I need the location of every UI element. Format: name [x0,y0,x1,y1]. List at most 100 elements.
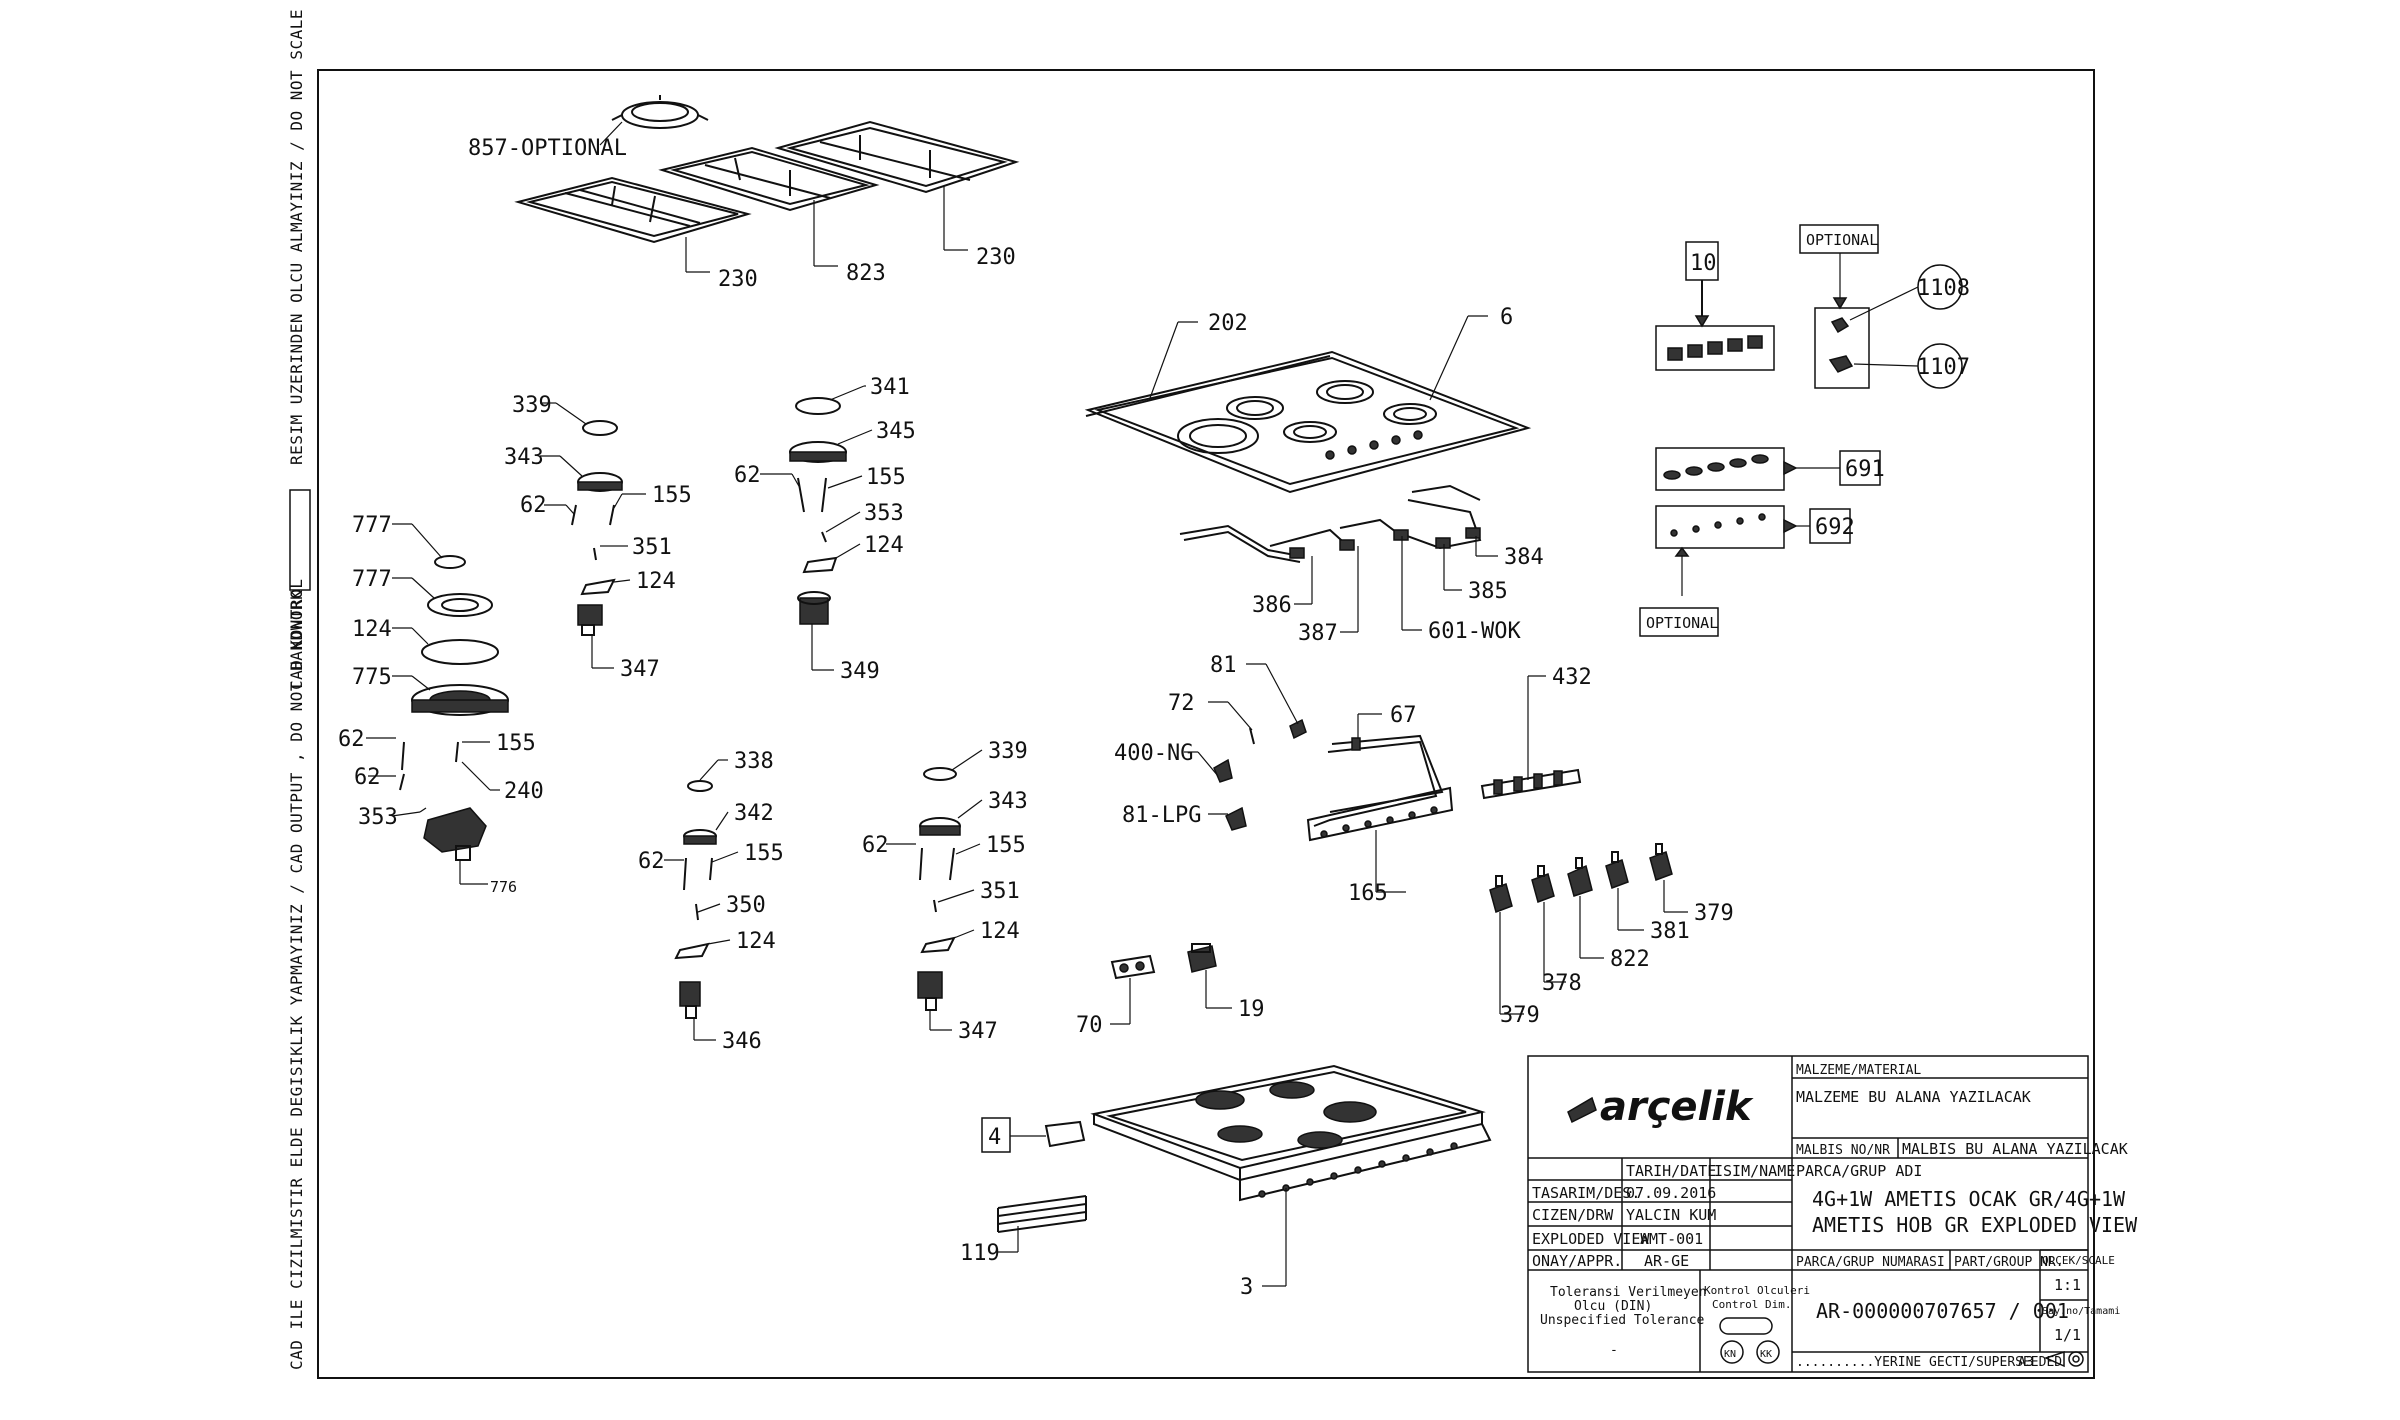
pan-support-left [514,176,752,244]
callout-692: 692 [1815,515,1855,540]
callout-379-b: 379 [1500,1003,1540,1028]
callout-230-left: 230 [718,267,758,292]
callout-384: 384 [1504,545,1544,570]
ignition-rail [1480,768,1582,800]
callout-62-c: 62 [338,727,365,752]
callout-165: 165 [1348,881,1388,906]
callout-343-a: 343 [504,445,544,470]
control-line-2: Control Dim. [1712,1298,1791,1311]
callout-343-f: 343 [988,789,1028,814]
base-tray [1090,1064,1492,1202]
gas-pipes [1179,484,1482,563]
drawing-title-line-2: AMETIS HOB GR EXPLODED VIEW [1812,1213,2138,1237]
callout-339-a: 339 [512,393,552,418]
wok-ring-optional [611,95,709,129]
projection-symbol [2043,1350,2065,1368]
connector-19 [1187,943,1217,973]
callout-240: 240 [504,779,544,804]
callout-381: 381 [1650,919,1690,944]
callout-378: 378 [1542,971,1582,996]
callout-347-f: 347 [958,1019,998,1044]
callout-385: 385 [1468,579,1508,604]
ignition-unit-70 [1110,954,1156,980]
material-value: MALZEME BU ALANA YAZILACAK [1796,1088,2031,1106]
callout-1108: 1108 [1917,276,1970,301]
callout-339-f: 339 [988,739,1028,764]
callout-155-e: 155 [744,841,784,866]
tolerance-dash: - [1610,1343,1618,1358]
sheet-header: Say.no/Tamami [2042,1306,2120,1317]
callout-777-a: 777 [352,513,392,538]
control-line-1: Kontrol Olculeri [1704,1284,1810,1297]
row-role-1: TASARIM/DES. [1532,1184,1640,1202]
callout-124-e: 124 [736,929,776,954]
wok-burner-group [399,555,509,861]
callout-338: 338 [734,749,774,774]
optional-box-2 [1639,607,1719,637]
row-value-1: 07.09.2016 [1626,1184,1716,1202]
burner-group-f [917,767,961,1011]
callout-81: 81 [1210,653,1237,678]
knob-panel-691 [1655,447,1785,491]
paper-size: A3 [2018,1355,2034,1370]
callout-72: 72 [1168,691,1195,716]
scale-value: 1:1 [2054,1276,2081,1294]
group-no-header: PARCA/GRUP NUMARASI [1796,1255,1945,1270]
tolerance-line-2: Olcu (DIN) [1574,1299,1652,1314]
hob-top-plate [1084,350,1532,494]
side-note-middle: CAD KONTROL [287,579,306,690]
callout-387: 387 [1298,621,1338,646]
material-header: MALZEME/MATERIAL [1796,1063,1921,1078]
callout-67: 67 [1390,703,1417,728]
callout-351-a: 351 [632,535,672,560]
pan-support-right [774,120,1020,194]
knob-panel-692 [1655,505,1785,549]
side-note-top: RESIM UZERINDEN OLCU ALMAYINIZ / DO NOT … [287,9,306,465]
callout-342: 342 [734,801,774,826]
burner-group-b [789,397,847,625]
callout-4: 4 [988,1125,1001,1150]
callout-353-c: 353 [358,805,398,830]
company-logo: arçelik [1600,1084,1754,1130]
callout-155-c: 155 [496,731,536,756]
callout-124-c: 124 [352,617,392,642]
callout-19: 19 [1238,997,1265,1022]
callout-775: 775 [352,665,392,690]
callout-351-f: 351 [980,879,1020,904]
drawing-title-line-1: 4G+1W AMETIS OCAK GR/4G+1W [1812,1187,2126,1211]
callout-62-d: 62 [354,765,381,790]
optional-parts-box [1814,307,1870,389]
tolerance-line-1: Toleransi Verilmeyen [1550,1285,1707,1300]
callout-202: 202 [1208,311,1248,336]
callout-6: 6 [1500,305,1513,330]
callout-119: 119 [960,1241,1000,1266]
bracket-4 [1044,1120,1086,1148]
callout-230-right: 230 [976,245,1016,270]
malbis-header: MALBIS NO/NR [1796,1143,1890,1158]
malbis-value: MALBIS BU ALANA YAZILACAK [1902,1140,2128,1158]
callout-155-b: 155 [866,465,906,490]
callout-346: 346 [722,1029,762,1054]
group-name-header: PARCA/GRUP ADI [1796,1162,1922,1180]
gas-manifold [1306,734,1454,842]
callout-400-ng: 400-NG [1114,741,1193,766]
callout-857-optional: 857-OPTIONAL [468,136,627,161]
callout-601-wok: 601-WOK [1428,619,1521,644]
name-header: ISIM/NAME [1714,1162,1795,1180]
callout-776: 776 [490,878,517,896]
callout-691: 691 [1845,457,1885,482]
burner-group-e [674,780,717,1019]
callout-81-lpg: 81-LPG [1122,803,1201,828]
callout-353-b: 353 [864,501,904,526]
gas-valves [1489,843,1673,913]
title-block [1527,1055,2089,1373]
callout-822: 822 [1610,947,1650,972]
row-value-2: YALCIN KUM [1626,1206,1716,1224]
pan-support-middle [658,146,880,212]
row-role-2: CIZEN/DRW [1532,1206,1614,1224]
feet-119 [997,1195,1087,1233]
callout-155-a: 155 [652,483,692,508]
row-value-3: AMT-001 [1640,1230,1703,1248]
callout-345: 345 [876,419,916,444]
side-note-bottom: CAD ILE CIZILMISTIR ELDE DEGISIKLIK YAPM… [287,590,306,1370]
